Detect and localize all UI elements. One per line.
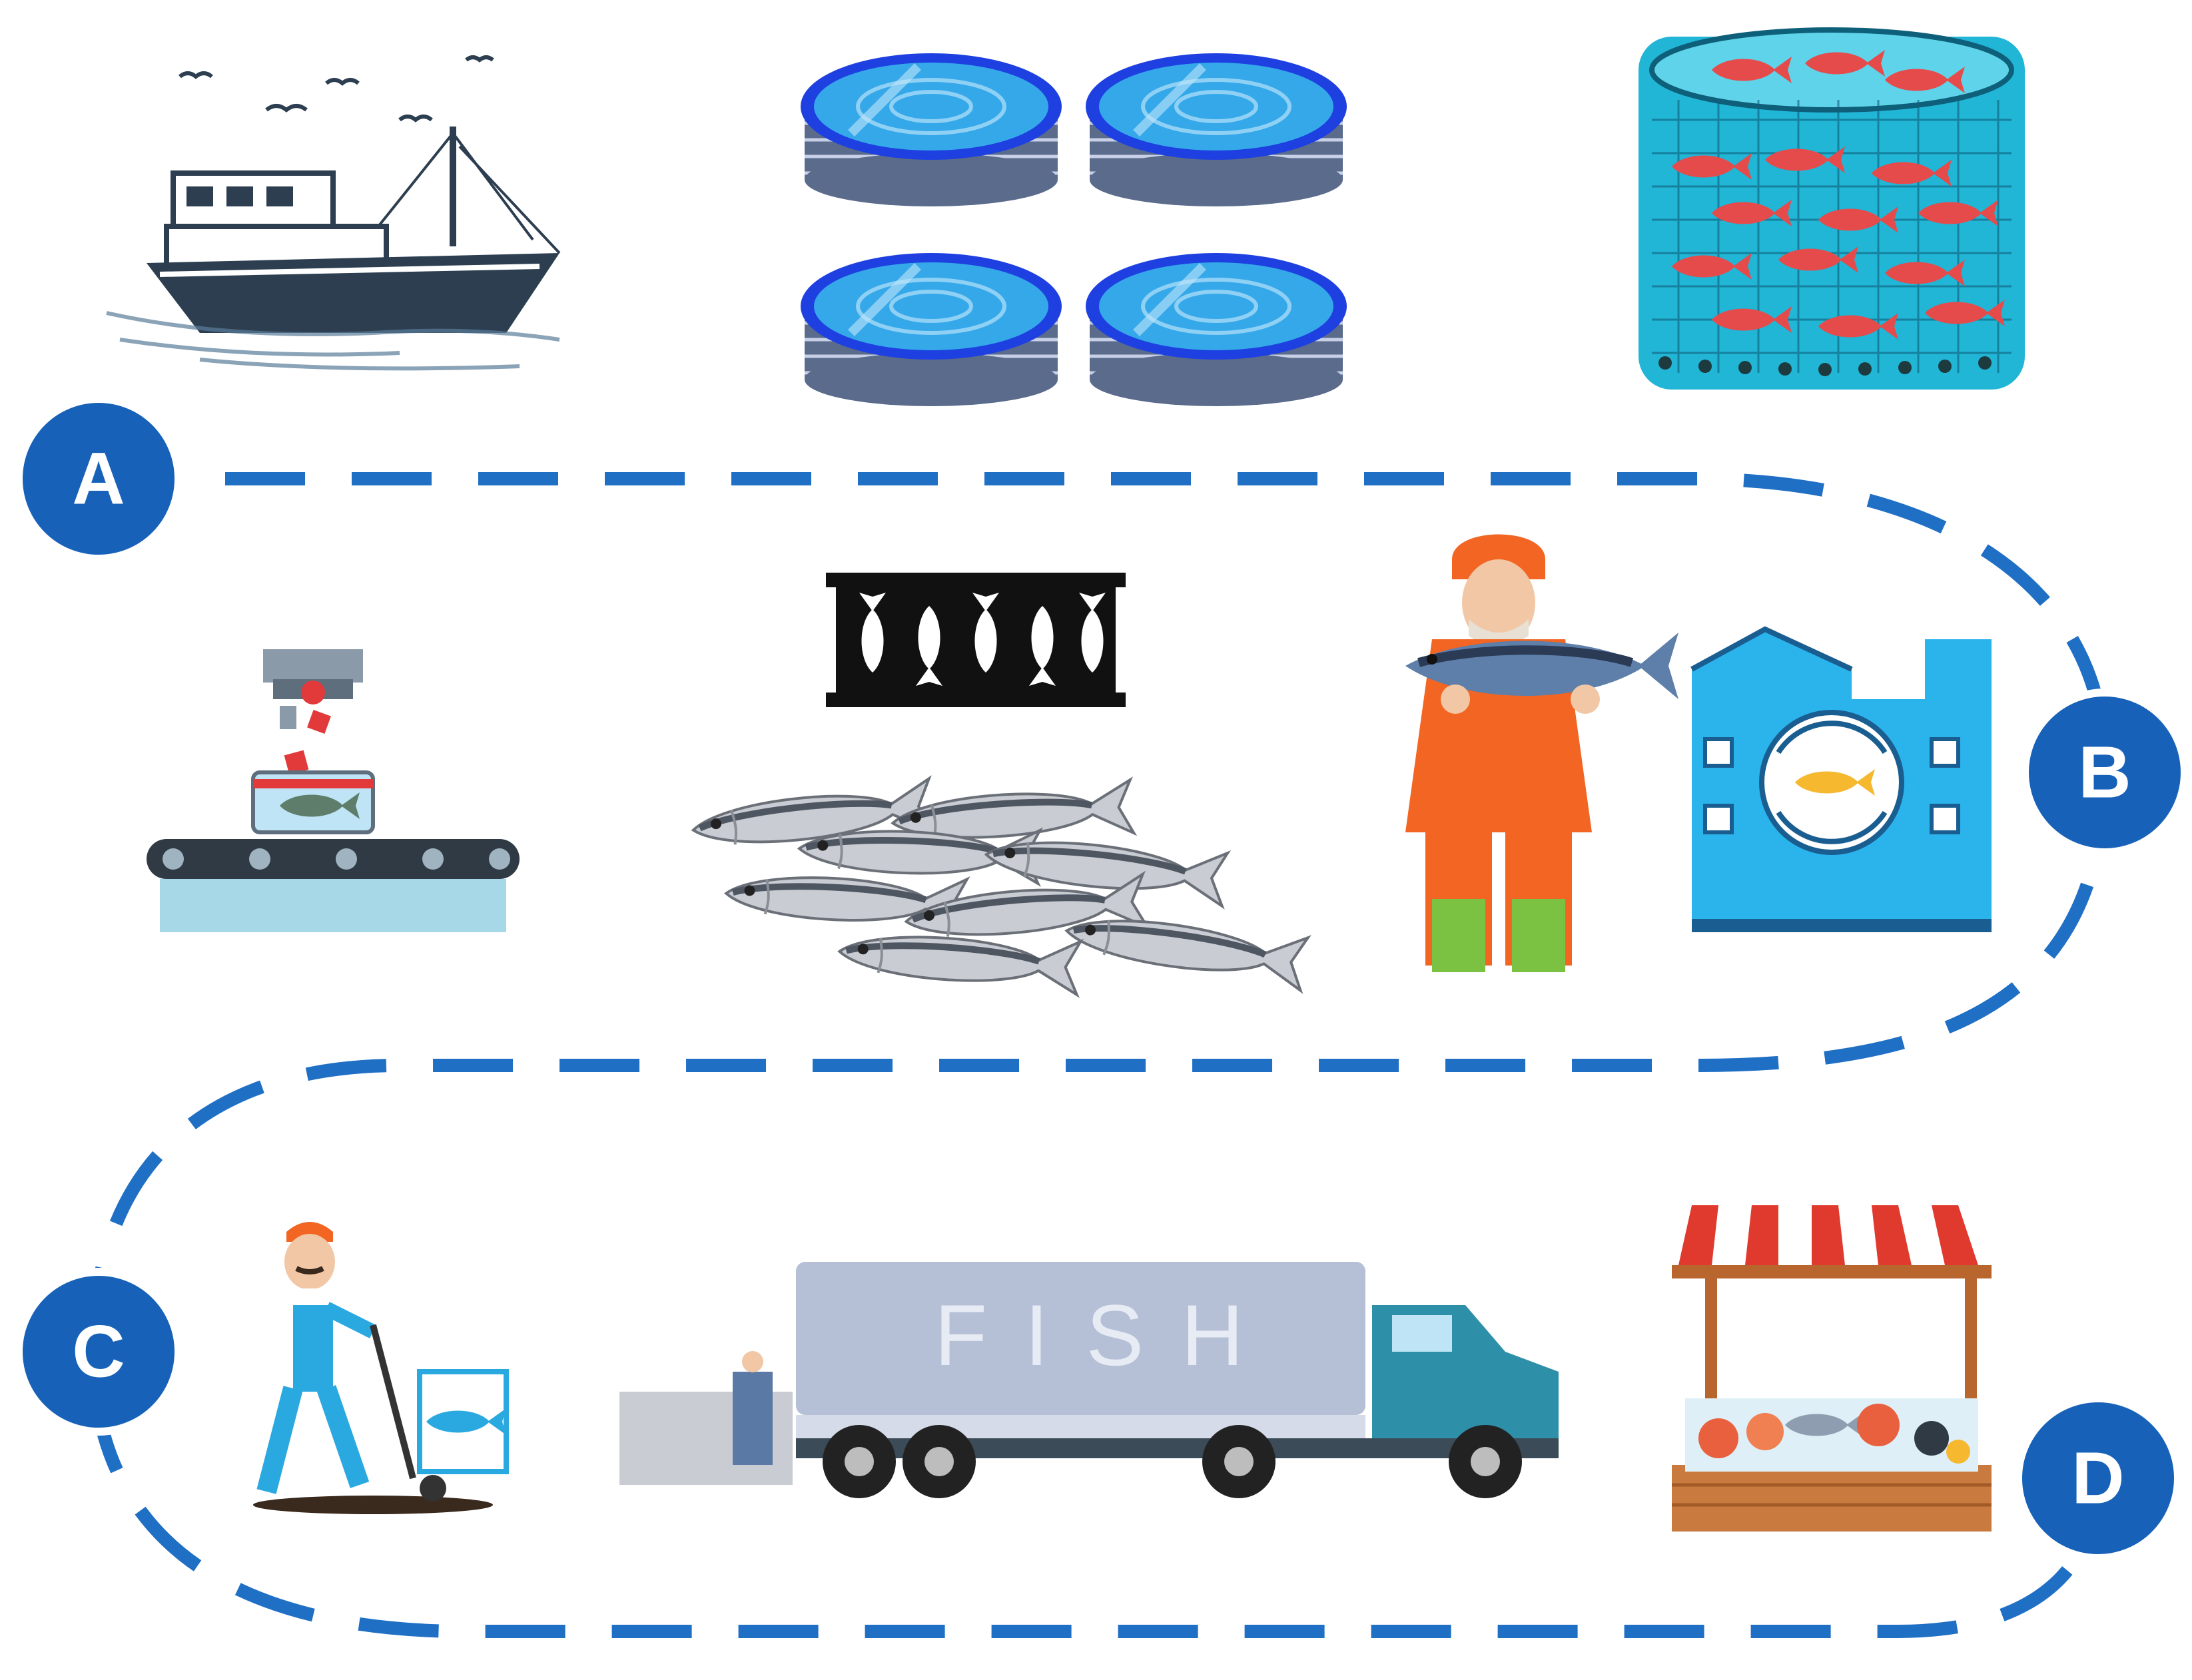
stage-marker-c-label: C: [72, 1311, 125, 1393]
delivery-worker-icon: [253, 1222, 509, 1514]
stage-marker-c: C: [15, 1268, 183, 1436]
supply-chain-path: [86, 472, 2112, 1638]
stage-marker-d: D: [2014, 1394, 2182, 1562]
canning-conveyor-icon: [147, 649, 520, 932]
fish-truck-icon: F I S H: [619, 1262, 1559, 1498]
stage-marker-a: A: [15, 395, 183, 563]
sardines-icon: [691, 778, 1308, 995]
truck-cargo-label: F I S H: [934, 1286, 1250, 1384]
fish-sign-icon: [826, 573, 1126, 707]
fishing-boat-icon: [106, 55, 561, 371]
stage-marker-b: B: [2021, 689, 2189, 856]
stage-marker-a-label: A: [72, 438, 125, 520]
round-tanks-icon: [801, 53, 1347, 406]
stage-marker-d-label: D: [2071, 1438, 2124, 1520]
fisherman-icon: [1405, 534, 1678, 972]
processing-factory-icon: [1690, 626, 1992, 932]
seafood-market-icon: [1672, 1205, 1992, 1532]
stage-marker-b-label: B: [2078, 732, 2131, 814]
sea-cage-icon: [1639, 27, 2025, 390]
